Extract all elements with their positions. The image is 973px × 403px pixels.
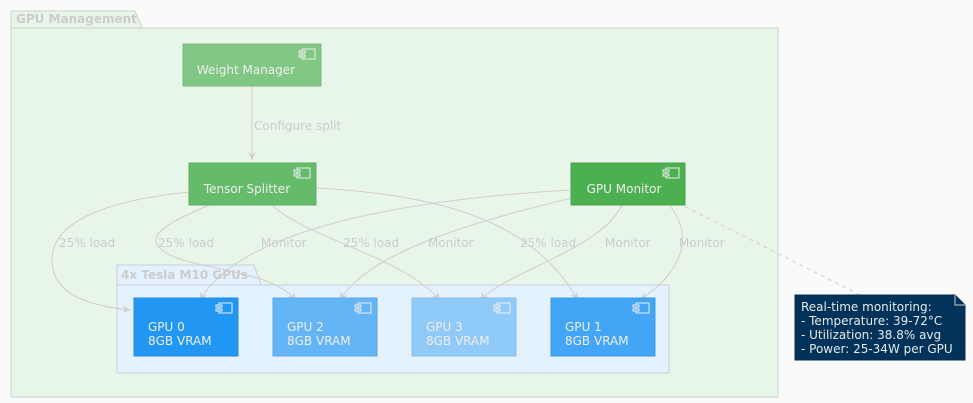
edge-label-monitor-gpu1: Monitor [679,236,725,250]
gpu-name: GPU 3 [426,320,463,334]
edge-load-gpu3 [271,204,441,301]
gpu-name: GPU 1 [565,320,602,334]
gpu-vram: 8GB VRAM [426,334,490,348]
gpu-vram: 8GB VRAM [287,334,351,348]
edge-monitor-gpu0 [199,189,571,301]
component-gpu0[interactable]: GPU 0 8GB VRAM [133,297,239,357]
edge-monitor-gpu1 [639,205,683,301]
note-real-time-monitoring: Real-time monitoring: - Temperature: 39-… [794,294,966,361]
note-line: - Temperature: 39-72°C [801,314,942,328]
component-icon [493,302,511,314]
edge-monitor-gpu3 [479,204,623,301]
edge-label-monitor-gpu0: Monitor [261,236,307,250]
package-tesla-gpus: 4x Tesla M10 GPUs [116,264,670,374]
component-icon [298,48,316,60]
note-connector [677,202,861,296]
edge-label-load-gpu1: 25% load [520,236,576,250]
component-icon [662,167,680,179]
package-title: GPU Management [16,12,137,26]
gpu-name: GPU 0 [148,320,185,334]
note-line: - Power: 25-34W per GPU [801,342,953,356]
component-gpu3[interactable]: GPU 3 8GB VRAM [411,297,517,357]
package-title: 4x Tesla M10 GPUs [121,268,248,282]
edge-label-load-gpu0: 25% load [59,236,115,250]
edge-load-gpu2 [155,204,297,301]
gpu-name: GPU 2 [287,320,324,334]
edge-label-configure: Configure split [254,119,342,133]
edge-label-load-gpu2: 25% load [158,236,214,250]
component-label: Weight Manager [197,63,295,77]
component-icon [632,302,650,314]
edge-load-gpu1 [315,187,579,301]
note-line: Real-time monitoring: [801,300,932,314]
edges [51,87,861,314]
edge-label-monitor-gpu2: Monitor [428,236,474,250]
edge-label-monitor-gpu3: Monitor [605,236,651,250]
edge-label-load-gpu3: 25% load [343,236,399,250]
component-weight-manager[interactable]: Weight Manager [182,43,322,87]
component-label: Tensor Splitter [203,182,290,196]
component-icon [215,302,233,314]
edge-load-gpu0 [51,191,191,314]
edge-monitor-gpu2 [339,195,581,301]
component-gpu2[interactable]: GPU 2 8GB VRAM [272,297,378,357]
component-tensor-splitter[interactable]: Tensor Splitter [188,162,317,206]
component-icon [293,167,311,179]
component-gpu-monitor[interactable]: GPU Monitor [570,162,686,206]
component-gpu1[interactable]: GPU 1 8GB VRAM [550,297,656,357]
note-line: - Utilization: 38.8% avg [801,328,941,342]
gpu-vram: 8GB VRAM [148,334,212,348]
gpu-vram: 8GB VRAM [565,334,629,348]
component-icon [354,302,372,314]
component-label: GPU Monitor [587,182,662,196]
